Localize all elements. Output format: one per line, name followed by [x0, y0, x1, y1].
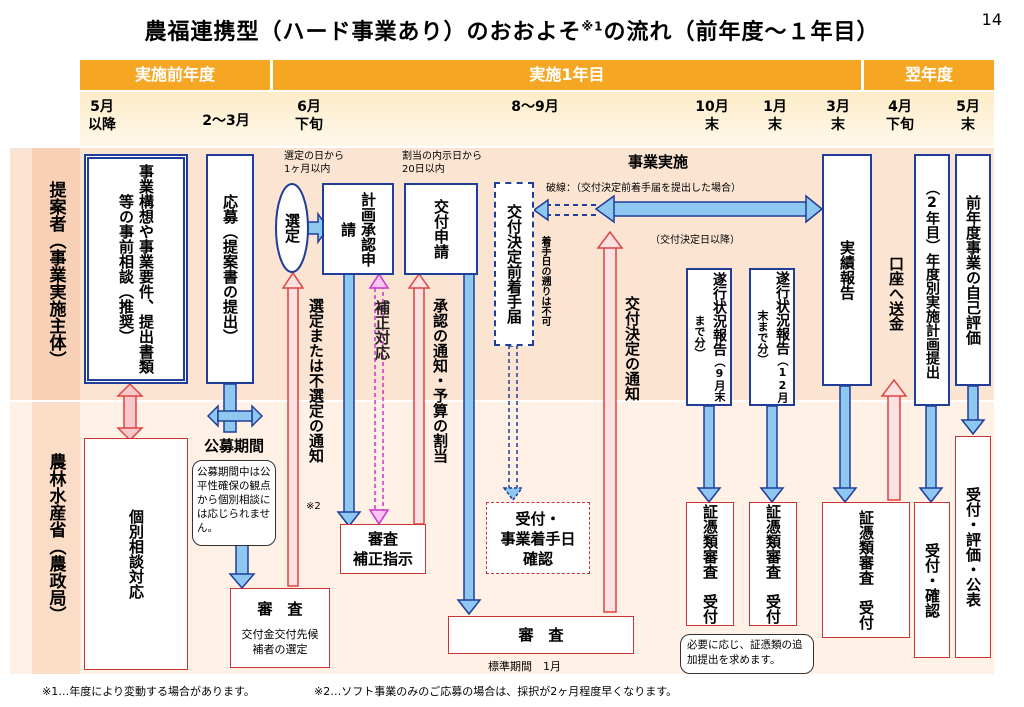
verify-box-1: 証憑類審査 受付 [686, 502, 734, 626]
progress-sep-box: 遂行状況報告（9月末まで分） [686, 268, 732, 406]
time-june: 6月 下旬 [295, 99, 323, 133]
selected-label: 選定 [283, 213, 301, 243]
receipt-start-box: 受付・事業着手日確認 [486, 502, 590, 574]
arrow-correction [368, 272, 390, 526]
arrow-selection-notice [281, 271, 305, 587]
arrow-annual-plan-down [918, 405, 944, 504]
arrow-report-down [832, 385, 858, 504]
band-next-year: 翌年度 [864, 60, 994, 90]
band-year1: 実施1年目 [273, 60, 861, 90]
public-period-label: 公募期間 [204, 437, 265, 455]
arrow-apply [206, 383, 264, 590]
remit-label: 口座へ送金 [887, 256, 905, 331]
plan-approval-box: 計画承認申請 [322, 183, 394, 275]
time-mar: 3月 末 [826, 99, 850, 133]
arrow-progress-dec [759, 405, 785, 504]
grant-apply-box: 交付申請 [404, 183, 478, 275]
within-20d-note: 割当の内示日から 20日以内 [402, 151, 482, 175]
progress-dec-box: 遂行状況報告（12月末まで分） [749, 268, 795, 406]
time-apr: 4月 下旬 [886, 99, 914, 133]
apply-box: 応募（提案書の提出） [206, 154, 254, 384]
arrow-pre-consult [116, 382, 144, 442]
arrow-self-eval-down [960, 385, 986, 436]
big-review-box: 審 査 [448, 616, 634, 654]
within-1m-note: 選定の日から 1ヶ月以内 [284, 151, 344, 175]
time-jan: 1月 末 [763, 99, 787, 133]
selection-note2: ※2 [306, 501, 321, 512]
time-aug-sep: 8〜9月 [511, 99, 559, 115]
lane-applicant: 提案者（事業実施主体） [32, 148, 80, 400]
screening-box: 審 査 交付金交付先候補者の選定 [230, 588, 330, 668]
selected-ellipse [275, 183, 309, 273]
pre-consult-box: 事業構想や事業要件、提出書類等の事前相談（推奨） [84, 154, 188, 384]
implementation-label: 事業実施 [628, 153, 689, 171]
verify-box-2: 証憑類審査 受付 [749, 502, 797, 626]
arrow-remit-up [880, 378, 908, 501]
dashed-note: 破線：（交付決定前着手届を提出した場合） [546, 183, 741, 194]
time-oct: 10月 末 [695, 99, 729, 133]
receipt-confirm-box: 受付・確認 [914, 502, 950, 658]
page-number: 14 [981, 10, 1002, 29]
review-correction-box: 審査 補正指示 [340, 524, 426, 574]
arrow-implementation [594, 194, 824, 224]
after-decision-note: （交付決定日以降） [650, 235, 740, 246]
receipt-eval-box: 受付・評価・公表 [955, 436, 991, 658]
arrow-grant-notice [596, 230, 624, 613]
pre-start-box: 交付決定前着手届 [494, 182, 534, 346]
arrow-grant-down [456, 273, 482, 616]
arrow-prestart-down [502, 345, 524, 502]
verify-box-3: 証憑類審査 受付 [822, 502, 910, 638]
grant-notice-label: 交付決定の通知 [623, 296, 641, 401]
lane-ministry: 農林水産省（農政局） [32, 402, 80, 674]
annual-plan-box: （2年目）年度別実施計画提出 [914, 154, 950, 406]
footnote-2: ※2…ソフト事業のみのご応募の場合は、採択が2ヶ月程度早くなります。 [314, 685, 678, 698]
footnote-1: ※1…年度により変動する場合があります。 [42, 685, 255, 698]
arrow-plan-down [336, 273, 362, 528]
retro-note: 着手日の遡りは不可 [539, 236, 550, 326]
time-feb-mar: 2〜3月 [202, 113, 250, 129]
time-may-next: 5月 末 [956, 99, 980, 133]
arrow-progress-sep [696, 405, 722, 504]
evidence-note: 必要に応じ、証憑類の追加提出を求めます。 [680, 634, 814, 674]
time-may: 5月 以降 [88, 99, 116, 133]
standard-period: 標準期間 1月 [488, 660, 561, 673]
selection-notice-label: 選定または不選定の通知 [307, 298, 325, 463]
correction-label: 補正対応 [373, 300, 391, 360]
arrow-approval-notice [407, 272, 431, 525]
band-pre-year: 実施前年度 [80, 60, 270, 90]
page-title: 農福連携型（ハード事業あり）のおおよそ※1の流れ（前年度〜１年目） [144, 19, 880, 45]
individual-consult-box: 個別相談対応 [84, 438, 188, 670]
self-eval-box: 前年度事業の自己評価 [955, 154, 991, 386]
arrow-dashed-horizontal [532, 198, 600, 222]
timeline-background [80, 92, 994, 146]
approval-notice-label: 承認の通知・予算の割当 [431, 298, 449, 463]
report-box: 実績報告 [822, 154, 872, 386]
public-period-note: 公募期間中は公平性確保の観点から個別相談には応じられません。 [192, 460, 276, 546]
